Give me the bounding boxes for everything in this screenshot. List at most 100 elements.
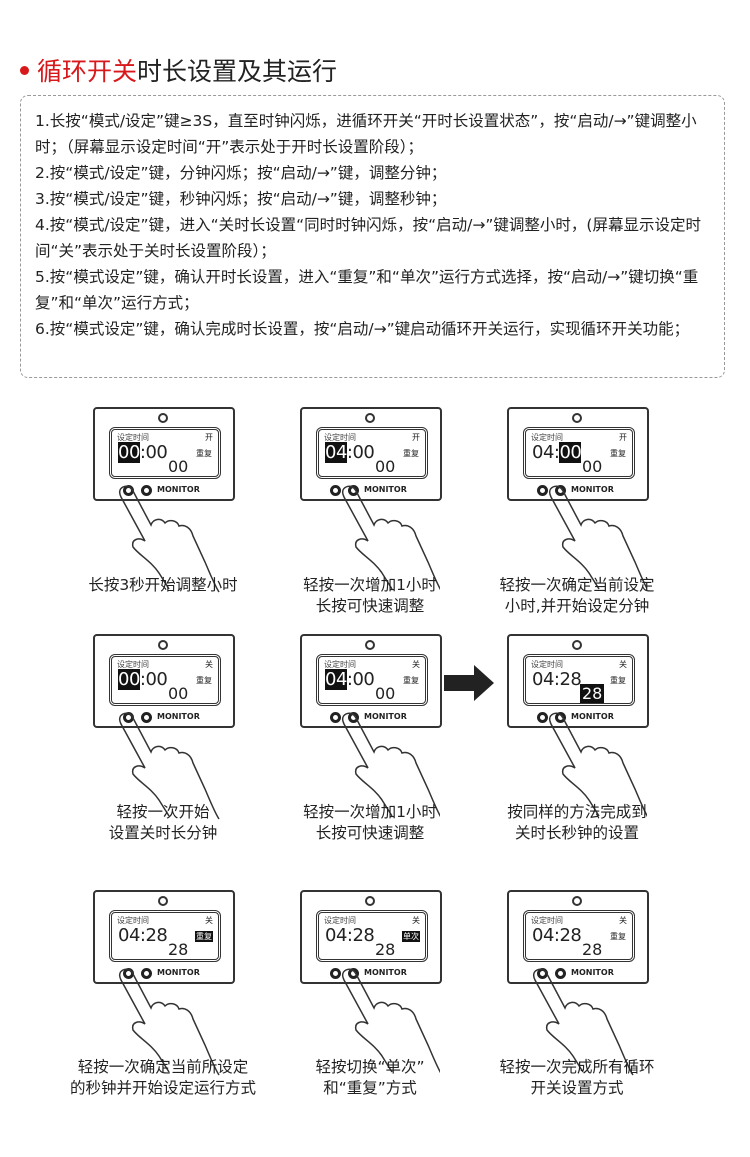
start-button[interactable] [141,968,152,979]
seconds-digits: 28 [580,684,605,703]
indicator-icon [158,896,168,906]
seconds-digits: 28 [168,940,189,959]
hours-digits: 04 [532,925,554,946]
hours-digits: 04 [325,669,347,690]
caption-line: 长按可快速调整 [315,597,425,615]
caption-line: 的秒钟并开始设定运行方式 [69,1079,256,1097]
title-rest: 时长设置及其运行 [137,57,338,86]
run-mode-indicator: 重复 [195,931,213,942]
run-mode-indicator: 重复 [196,449,212,458]
monitor-label: MONITOR [571,712,614,721]
caption-line: 按同样的方法完成到 [507,803,647,821]
seconds-digits: 00 [168,457,189,476]
hand-pointer-icon [341,485,440,591]
screen-label: 设定时间 [324,660,356,669]
minutes-digits: 00 [559,442,582,463]
caption-line: 轻按一次开始 [116,803,210,821]
device-panel: 设定时间 关 04:28 重复 28 MONITOR [93,890,235,984]
step-caption: 长按3秒开始调整小时 [53,575,273,596]
step-caption: 轻按切换“单次”和“重复”方式 [260,1057,480,1099]
mode-indicator: 关 [619,660,627,669]
screen-label: 设定时间 [117,433,149,442]
step-caption: 轻按一次增加1小时长按可快速调整 [260,802,480,844]
mode-indicator: 关 [412,916,420,925]
device-panel: 设定时间 关 04:28 重复 28 MONITOR [507,634,649,728]
hours-digits: 04 [325,925,347,946]
time-display: 00:00 [118,669,168,690]
mode-set-button[interactable] [330,968,341,979]
minutes-digits: 28 [559,925,582,946]
run-mode-indicator: 重复 [196,676,212,685]
hours-digits: 04 [325,442,347,463]
hand-pointer-icon [548,485,647,591]
mode-set-button[interactable] [537,485,548,496]
time-display: 04:28 [532,669,582,690]
indicator-icon [158,640,168,650]
screen-label: 设定时间 [531,916,563,925]
caption-line: 长按可快速调整 [315,824,425,842]
screen-label: 设定时间 [324,916,356,925]
run-mode-indicator: 重复 [403,449,419,458]
start-button[interactable] [141,712,152,723]
start-button[interactable] [348,712,359,723]
caption-line: 设置关时长分钟 [108,824,218,842]
bullet-icon [20,65,29,75]
indicator-icon [572,896,582,906]
mode-set-button[interactable] [537,712,548,723]
device-panel: 设定时间 开 04:00 重复 00 MONITOR [507,407,649,501]
caption-line: 轻按一次增加1小时 [303,576,437,594]
monitor-label: MONITOR [157,968,200,977]
timer-device: 设定时间 关 04:28 重复 28 MONITOR [507,890,657,1080]
mode-set-button[interactable] [330,485,341,496]
screen-label: 设定时间 [324,433,356,442]
start-button[interactable] [348,485,359,496]
instructions-box: 1.长按“模式/设定”键≥3S，直至时钟闪烁，进循环开关“开时长设置状态”，按“… [20,95,725,378]
run-mode-indicator: 单次 [402,931,420,942]
mode-indicator: 关 [412,660,420,669]
time-display: 04:28 [118,925,168,946]
lcd-screen: 设定时间 开 00:00 重复 00 [109,427,221,479]
step-caption: 轻按一次开始设置关时长分钟 [53,802,273,844]
hand-pointer-icon [118,968,220,1076]
title-highlight: 循环开关 [37,57,138,86]
hours-digits: 04 [532,669,554,690]
mode-set-button[interactable] [330,712,341,723]
lcd-screen: 设定时间 关 04:28 重复 28 [523,910,635,962]
caption-line: 轻按一次增加1小时 [303,803,437,821]
seconds-digits: 00 [375,457,396,476]
mode-indicator: 开 [412,433,420,442]
run-mode-indicator: 重复 [610,932,626,941]
time-display: 04:00 [325,442,375,463]
screen-label: 设定时间 [117,916,149,925]
timer-device: 设定时间 开 04:00 重复 00 MONITOR [507,407,657,597]
screen-label: 设定时间 [531,433,563,442]
start-button[interactable] [141,485,152,496]
step-caption: 轻按一次确定当前设定小时,并开始设定分钟 [467,575,687,617]
caption-line: 和“重复”方式 [323,1079,417,1097]
instruction-step: 6.按“模式设定”键，确认完成时长设置，按“启动/→”键启动循环开关运行，实现循… [35,320,690,338]
indicator-icon [365,640,375,650]
indicator-icon [572,413,582,423]
minutes-digits: 28 [559,669,582,690]
instruction-step: 4.按“模式/设定”键，进入“关时长设置“同时时钟闪烁，按“启动/→”键调整小时… [35,216,701,260]
minutes-digits: 00 [145,442,168,463]
device-panel: 设定时间 开 00:00 重复 00 MONITOR [93,407,235,501]
start-button[interactable] [555,968,566,979]
indicator-icon [158,413,168,423]
monitor-label: MONITOR [571,485,614,494]
time-display: 04:28 [532,925,582,946]
seconds-digits: 28 [582,940,603,959]
lcd-screen: 设定时间 关 04:00 重复 00 [316,654,428,706]
monitor-label: MONITOR [157,712,200,721]
monitor-label: MONITOR [571,968,614,977]
timer-device: 设定时间 开 04:00 重复 00 MONITOR [300,407,450,597]
run-mode-indicator: 重复 [403,676,419,685]
mode-indicator: 开 [619,433,627,442]
caption-line: 轻按一次确定当前设定 [499,576,655,594]
mode-indicator: 关 [205,916,213,925]
hand-pointer-icon [118,485,220,593]
start-button[interactable] [555,485,566,496]
start-button[interactable] [555,712,566,723]
start-button[interactable] [348,968,359,979]
indicator-icon [365,413,375,423]
